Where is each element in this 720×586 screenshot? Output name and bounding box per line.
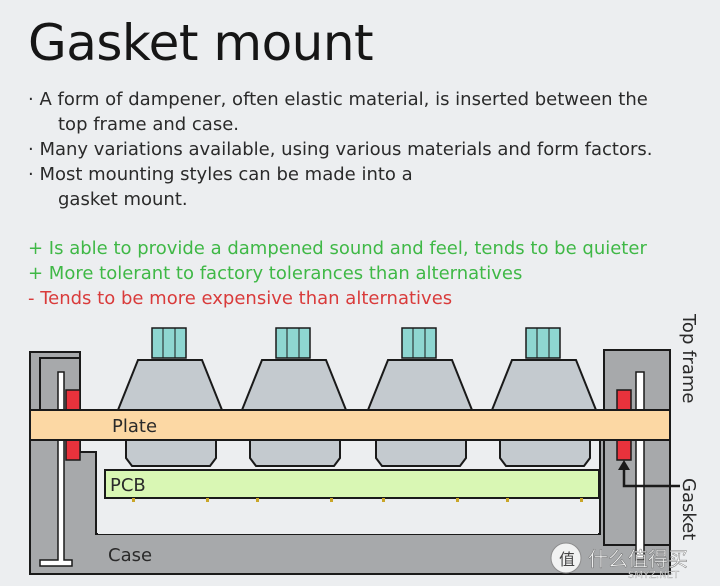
pro-1: + Is able to provide a dampened sound an… bbox=[28, 238, 647, 259]
gasket-left-bottom bbox=[65, 439, 81, 461]
switch-4 bbox=[490, 327, 598, 467]
page-title: Gasket mount bbox=[28, 14, 374, 72]
gasket-right-bottom bbox=[616, 439, 632, 461]
right-screw bbox=[635, 371, 645, 561]
watermark-logo-glyph: 值 bbox=[559, 550, 575, 569]
pro-2: + More tolerant to factory tolerances th… bbox=[28, 263, 523, 284]
plate bbox=[29, 409, 671, 441]
gasket-pointer-arrow bbox=[622, 468, 680, 488]
case-label: Case bbox=[108, 545, 152, 566]
con-1: - Tends to be more expensive than altern… bbox=[28, 288, 453, 309]
bullet-2-line-1: · Many variations available, using vario… bbox=[28, 139, 653, 160]
bullet-1-line-2: top frame and case. bbox=[58, 114, 240, 135]
plate-label: Plate bbox=[112, 416, 157, 437]
bullet-1-line-1: · A form of dampener, often elastic mate… bbox=[28, 89, 648, 110]
watermark-logo-icon bbox=[550, 542, 582, 574]
pcb-pins bbox=[132, 498, 583, 502]
switch-2 bbox=[240, 327, 348, 467]
gasket-left-top bbox=[65, 389, 81, 411]
bullet-3-line-2: gasket mount. bbox=[58, 189, 188, 210]
gasket-right-top bbox=[616, 389, 632, 411]
arrow-head-icon bbox=[618, 460, 630, 470]
switch-3 bbox=[366, 327, 474, 467]
case-cavity bbox=[98, 500, 598, 534]
pcb bbox=[104, 469, 600, 499]
gasket-label: Gasket bbox=[678, 478, 699, 540]
top-frame-label: Top frame bbox=[678, 313, 699, 403]
watermark: 值 什么值得买 SMYZ.NET bbox=[550, 542, 688, 581]
pcb-label: PCB bbox=[110, 475, 146, 496]
watermark-chinese: 什么值得买 bbox=[588, 547, 688, 571]
watermark-latin: SMYZ.NET bbox=[628, 570, 680, 581]
switch-1 bbox=[116, 327, 224, 467]
bullet-3-line-1: · Most mounting styles can be made into … bbox=[28, 164, 413, 185]
